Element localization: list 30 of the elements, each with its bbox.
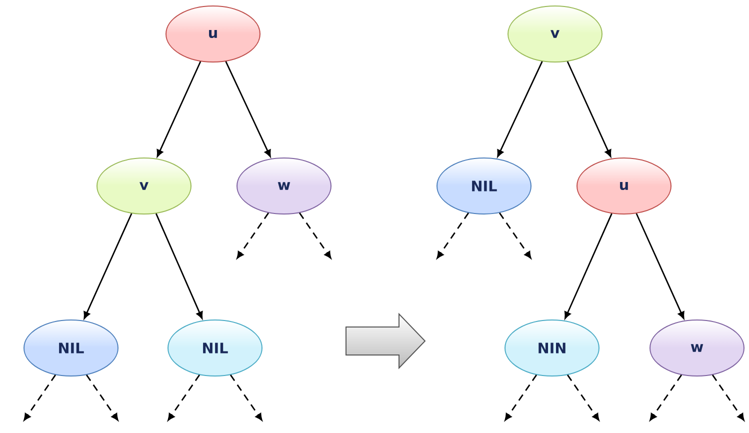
arrow: [636, 213, 684, 319]
arrow: [230, 374, 262, 421]
arrow: [155, 213, 203, 319]
arrow: [498, 212, 532, 259]
tree-node: NIL: [168, 320, 262, 376]
arrow: [298, 212, 332, 259]
arrow: [566, 61, 612, 157]
tree-node: v: [508, 6, 602, 62]
tree-node: u: [166, 6, 260, 62]
tree-node: w: [650, 320, 744, 376]
tree-node: u: [576, 158, 672, 214]
tree-node: w: [236, 158, 332, 214]
tree-node: NIN: [504, 320, 600, 376]
arrow: [564, 213, 612, 319]
tree-node: v: [96, 158, 192, 214]
tree-node: NIL: [24, 320, 118, 376]
tree-node: NIL: [436, 158, 532, 214]
arrow: [225, 61, 271, 158]
arrow: [497, 61, 543, 158]
arrow: [436, 212, 470, 259]
arrow: [156, 61, 202, 157]
arrow: [168, 374, 200, 421]
arrow: [86, 374, 118, 421]
arrow: [24, 374, 56, 421]
arrow: [566, 374, 600, 421]
arrow: [84, 213, 132, 319]
arrow: [650, 374, 682, 421]
arrow: [712, 374, 744, 421]
arrow: [236, 212, 270, 259]
arrow: [504, 374, 538, 421]
